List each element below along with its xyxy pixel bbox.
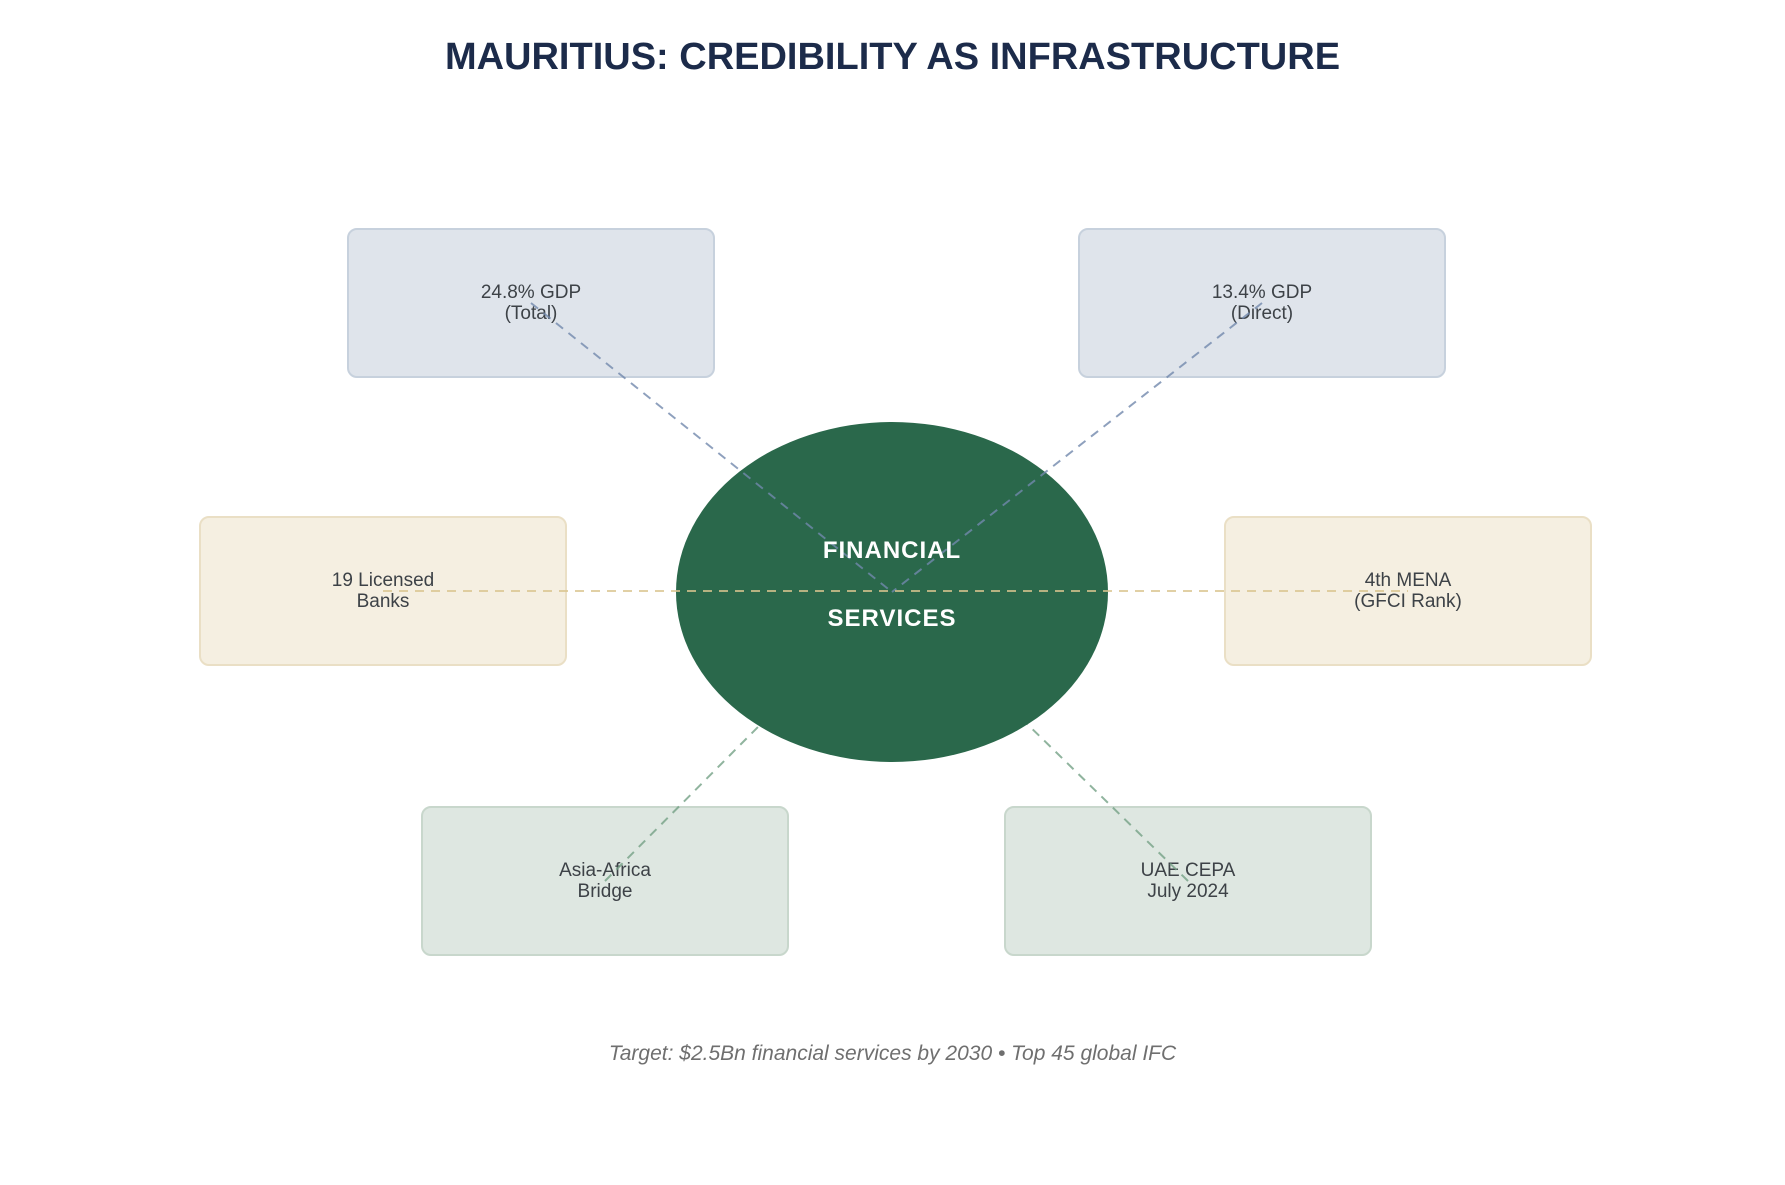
node-gdp-total-line2: (Total) xyxy=(504,303,558,324)
node-gdp-total: 24.8% GDP (Total) xyxy=(347,228,715,378)
node-asia-africa-line2: Bridge xyxy=(577,881,633,902)
hub-label-line1: FINANCIAL xyxy=(823,537,961,564)
node-licensed-banks-line2: Banks xyxy=(356,591,410,612)
node-gfci-rank-line2: (GFCI Rank) xyxy=(1354,591,1462,612)
node-uae-cepa-line2: July 2024 xyxy=(1147,881,1229,902)
node-gfci-rank: 4th MENA (GFCI Rank) xyxy=(1224,516,1592,666)
node-asia-africa: Asia-Africa Bridge xyxy=(421,806,789,956)
node-gdp-total-line1: 24.8% GDP xyxy=(480,282,582,303)
footer-target-note: Target: $2.5Bn financial services by 203… xyxy=(608,1042,1177,1065)
hub-label-line2: SERVICES xyxy=(828,605,957,632)
node-licensed-banks: 19 Licensed Banks xyxy=(199,516,567,666)
node-licensed-banks-line1: 19 Licensed xyxy=(331,570,435,591)
node-uae-cepa: UAE CEPA July 2024 xyxy=(1004,806,1372,956)
node-gfci-rank-line1: 4th MENA xyxy=(1364,570,1452,591)
page-title: MAURITIUS: CREDIBILITY AS INFRASTRUCTURE xyxy=(444,36,1341,78)
node-gdp-direct-line2: (Direct) xyxy=(1230,303,1294,324)
node-uae-cepa-line1: UAE CEPA xyxy=(1140,860,1236,881)
node-gdp-direct: 13.4% GDP (Direct) xyxy=(1078,228,1446,378)
node-asia-africa-line1: Asia-Africa xyxy=(559,860,651,881)
node-gdp-direct-line1: 13.4% GDP xyxy=(1211,282,1313,303)
hub-ellipse xyxy=(676,422,1108,762)
